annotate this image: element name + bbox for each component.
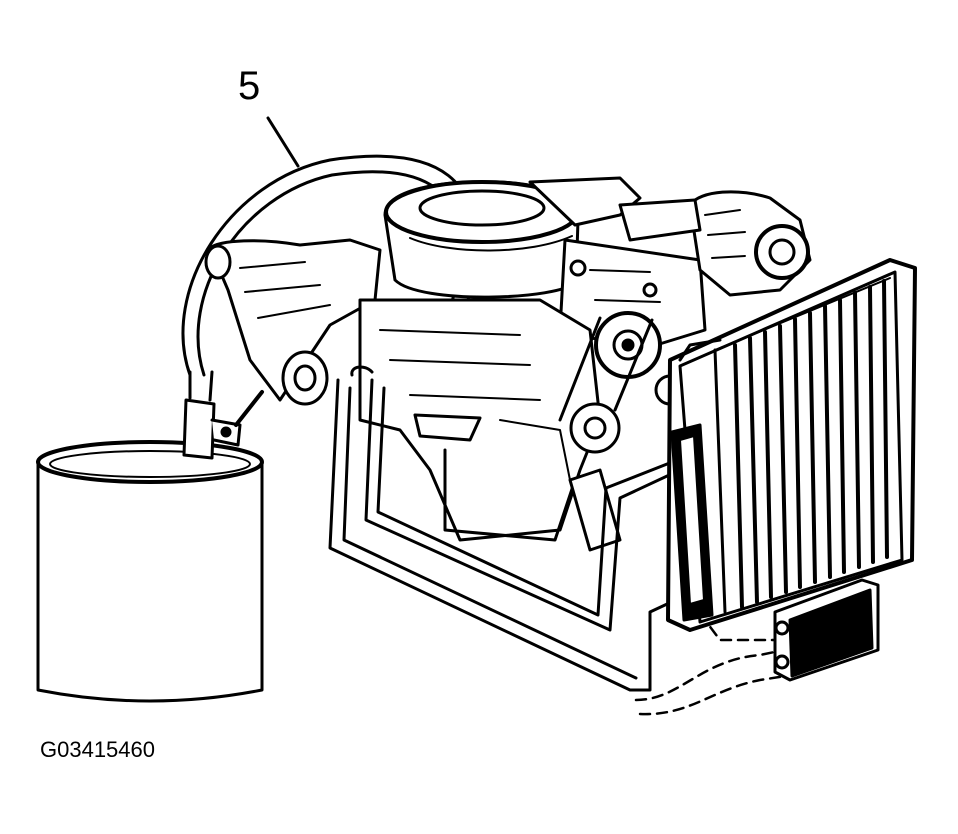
- figure-id-label: G03415460: [40, 737, 155, 762]
- callout-label-5: 5: [238, 64, 261, 108]
- drain-container: [36, 440, 264, 703]
- radiator: [666, 258, 917, 632]
- engine-assembly: [204, 176, 812, 552]
- coolant-lines: [328, 365, 692, 692]
- oil-cooler: [773, 578, 880, 682]
- hose-fitting: [182, 370, 264, 460]
- callout-leader: [266, 116, 300, 168]
